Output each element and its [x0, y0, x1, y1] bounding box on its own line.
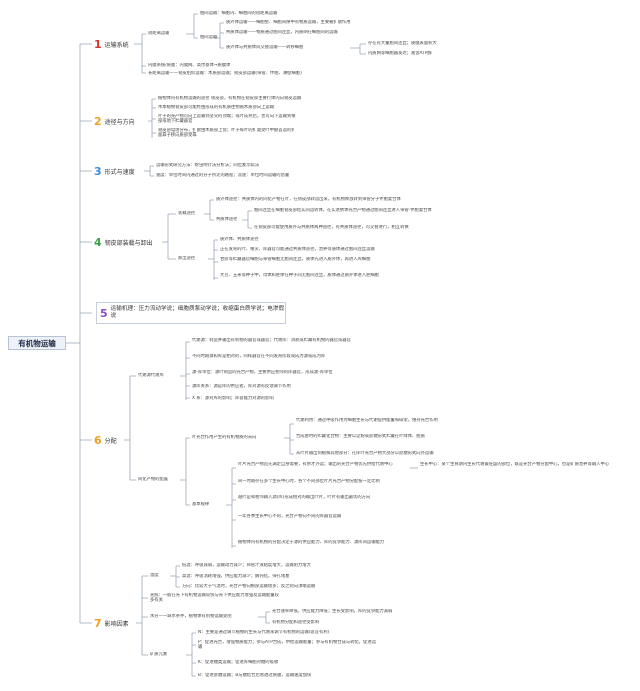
section-number: 3 — [94, 164, 102, 178]
root-node: 有机物运输 — [8, 336, 66, 350]
fate-item-2: 合成暂时的贮藏化合物：主要以淀粉或蔗糖形式贮藏在叶绿体、胞质 — [296, 434, 425, 439]
rule-item-4: 一年各季生长中心不同，光合产物向不同的库器官运输 — [238, 514, 342, 519]
transfer-cell-note-1: 存在有大量胞间连丝；质膜表面积大 — [368, 41, 437, 46]
fate-item-3: 从叶片输出到植株其他部分：在库叶光合产物大部分以蔗糖形式向外运输 — [296, 451, 434, 456]
section-label: 分配 — [104, 437, 117, 445]
pathway-item-4: 韧皮部电场分布，扩散由木质部上会；叶子每叶的扩面受叶中额首运的扩面靠子移向质部受… — [158, 128, 296, 139]
mineral-b: B：促进蔗糖运输；B与糖结合后易透过质膜，运输速度加快 — [198, 673, 312, 678]
section-3-node: 3 形式与速度 — [94, 165, 135, 177]
source-item-4: 源库关系：源是库的供应者，库对源有反馈调节作用 — [192, 384, 291, 389]
temperature-direction: 方向：比较大于气温时，光合产物向根部运输增多；反之则向顶端运输 — [182, 584, 316, 589]
intercellular-transport: 胞间运输 — [200, 35, 218, 40]
water-effect-1: 光合速率降低，供应能力降低；生长受影响，库的竞争能力减弱 — [272, 609, 393, 614]
mineral-elements: 矿质元素 — [150, 652, 168, 657]
section-6-node: 6 分配 — [94, 434, 117, 446]
leaf-product-fate: 叶光合作用产生的有机物质的去向 — [192, 435, 257, 440]
long-distance-transport: 长距离运输——韧皮组织运输：木质部运输；韧皮部运输(筛管、伴胞、薄壁细胞) — [148, 71, 302, 76]
rule-item-5: 植物体内有机物的分配决定于源的供应能力、库的竞争能力、源库间运输能力 — [238, 540, 385, 545]
growth-center-note: 生长中心：某个生育期内生长代谢最旺盛的部位，既是光合产物分配中心，也是矿质营养等… — [420, 462, 610, 467]
unloading-2: 正在发育的叶、根尖、库器官可能通过共质体途径，营养等质体通过胞间连丝运输 — [220, 247, 375, 252]
section-number: 2 — [94, 114, 102, 128]
alternating-transport: 质外体与共质体间交替运输——转移细胞 — [226, 45, 304, 50]
section-2-node: 2 途径与方向 — [94, 115, 135, 127]
unloading-4: 大豆、玉米等种子中，母体和胚体在种子间无胞间连丝，质体通过质外体进入胚细胞 — [220, 273, 379, 278]
form-item-2: 速度：单位时间内通过的分子所走的路程；流速：单位时间运输的总量 — [156, 173, 290, 178]
section-label: 韧皮部装载与卸出 — [104, 239, 153, 247]
rule-item-1: 叶片光合产物首先满足自身需要，有余才外运；输出的光合产物优先供给代谢中心 — [238, 462, 393, 467]
mineral-k: K：促进糖类运输；促进库细胞对糖的吸收 — [198, 660, 279, 665]
assimilate-allocation: 同化产物的配置 — [138, 477, 169, 482]
section-number: 6 — [94, 433, 102, 447]
section-7-node: 7 影响因素 — [94, 617, 129, 629]
section-number: 1 — [94, 37, 102, 51]
water-effect-2: 有机物分配和途径受影响 — [272, 620, 320, 625]
section-label: 形式与速度 — [104, 168, 135, 176]
source-item-2: 不同时期源和库是相对的，同样器官在不同发育阶段或成为源或成为库 — [192, 354, 326, 359]
section-4-node: 4 韧皮部装载与卸出 — [94, 236, 153, 248]
section-number: 7 — [94, 616, 102, 630]
symplast-transport: 共质体运输——物质通过胞间连丝，内质网在细胞间的运输 — [226, 30, 338, 35]
basic-rules: 基本规律 — [192, 502, 210, 507]
mineral-p: P：促进光合，增强物质能力；参与ATP合成，供给运输能量；参与有机物合成与转化，… — [198, 640, 376, 651]
source-item-3: 源-库单位：源叶制造的光合产物，主要供应相邻的库器官，形成源-库单位 — [192, 370, 333, 375]
pathway-item-2: 木本植物韧皮部可能经由形成的有机质往物质木质部向上运输 — [158, 105, 275, 110]
section-label: 运输系统 — [104, 41, 129, 49]
membrane-system: 内膜系统/质膜：内膜网、高尔基体→质膜体 — [148, 63, 231, 68]
pathway-item-1: 植物体内有机物运输的途径 韧皮部，有机物在韧皮部主要行体内向韧皮运输 — [158, 96, 302, 101]
section-1-node: 1 运输系统 — [94, 38, 129, 50]
section-label: 途径与方向 — [104, 118, 135, 126]
apoplast-loading: 质外体途径：共质体内的同化产物在叶，在韧皮部转运出来，有机物释放转到筛管分子伴胞… — [216, 197, 401, 202]
section-label: 影响因素 — [104, 620, 129, 628]
symplast-loading-2: 在韧皮部可能使用质外与共质体两种途径，有共质体途径，可交替进行，相互转换 — [254, 225, 409, 230]
section-label: 运输机理：压力流动学说；细胞质泵动学说；收缩蛋白质学说；电渗假说 — [110, 306, 285, 319]
transfer-cell-note-2: 内质网等细胞器发达；富含ATP酶 — [368, 51, 432, 56]
unloading-1: 质外体、共质体途径 — [220, 237, 259, 242]
form-item-1: 运输形式研究方法：蚜虫吻针法分析法；同位素示踪法 — [156, 163, 260, 168]
symplast-loading: 共质体途径 — [216, 217, 238, 222]
temperature-high: 高温：呼吸消耗增强，供应能力减少；酶钝化，筛孔堵塞 — [182, 574, 290, 579]
mineral-n: N：主要是通过调节植物的生长与代谢来调节有机物的运输(适宜有利) — [198, 630, 330, 635]
apoplast-transport: 质外体运输——细胞壁、细胞间隙中有物质运输，主要被扩散作用 — [226, 20, 351, 25]
source-item-5: X 系：源对库的影响；库容能力对源的影响 — [192, 396, 274, 401]
source-sink: 代谢源代谢库 — [138, 373, 164, 378]
section-number: 5 — [100, 306, 108, 320]
light-factor: 光照：一般在光下有机物运输较快与光下供应能力增强及运输能量较多有关 — [150, 593, 279, 604]
section-5-node: 5 运输机理：压力流动学说；细胞质泵动学说；收缩蛋白质学说；电渗假说 — [96, 302, 286, 324]
temperature: 温度 — [150, 573, 159, 578]
unloading-pathway: 卸出途径 — [178, 256, 196, 261]
symplast-loading-1: 胞间连丝在细胞韧皮部结实间运转体，在实进依体光合产物通过胞间连丝进入筛管-伴胞复… — [254, 208, 432, 213]
short-distance-transport: 短距离运输 — [148, 31, 170, 36]
fate-item-1: 代谢利用：通过呼吸作用为细胞生长与代谢提供能量和碳架，维持光合作用 — [296, 418, 438, 423]
water-factor: 水分——缺水条件，植物体有机物运输受阻 — [150, 614, 232, 619]
temperature-low: 低温：呼吸减弱，运输动力减少；筛管汁液粘度增大，运输阻力增大 — [182, 563, 311, 568]
source-item-1: 代谢源：制造并输出有机物的器官或器官；代谢库：消耗或贮藏有机物的器官或器官 — [192, 338, 351, 343]
unloading-3: 甘蔗等贮藏器官细胞与筛管细胞无胞间连丝，质体先进入质外体，再进入库细胞 — [220, 257, 371, 262]
pathway-item-3: 叶子的光产物可向上运输到茎尖的顶端；或叶成熟后，也可向下运输到根部或地下贮藏器官 — [158, 114, 296, 125]
rule-item-2: 同一时期存在多个生长中心时，各个不同部位叶片光合产物分配按一定比例 — [238, 479, 380, 484]
section-number: 4 — [94, 235, 102, 249]
loading-pathway: 装载途径 — [178, 211, 196, 216]
cell-transport: 胞间运输：细胞内、细胞间的短距离运输 — [200, 11, 278, 16]
rule-item-3: 越叶是和相邻输入源(库)形成相对的输出叶片，叶片有输出最优的方向 — [238, 495, 371, 500]
